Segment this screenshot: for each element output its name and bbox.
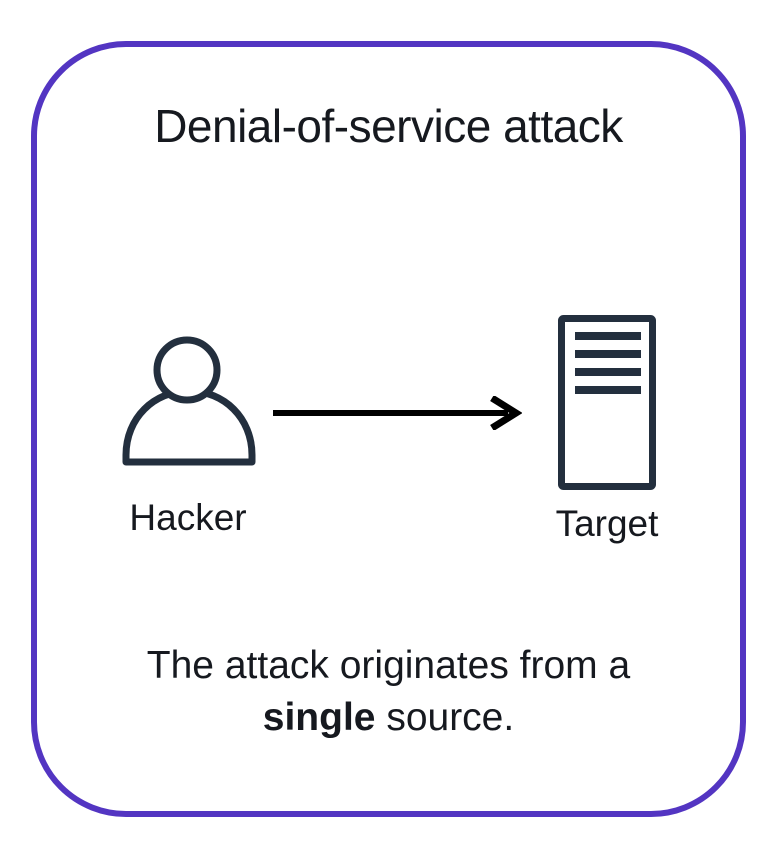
arrow-right-icon [273, 396, 522, 430]
caption-rest: source. [375, 696, 515, 739]
target-label: Target [555, 503, 659, 544]
target-server-icon [558, 315, 656, 490]
diagram-caption: The attack originates from a single sour… [31, 640, 746, 744]
diagram-title: Denial-of-service attack [154, 100, 623, 152]
caption-line1: The attack originates from a [146, 644, 631, 687]
hacker-label: Hacker [129, 497, 247, 538]
caption-bold-word: single [262, 696, 376, 739]
hacker-person-icon [122, 336, 256, 466]
diagram-card [31, 41, 746, 817]
